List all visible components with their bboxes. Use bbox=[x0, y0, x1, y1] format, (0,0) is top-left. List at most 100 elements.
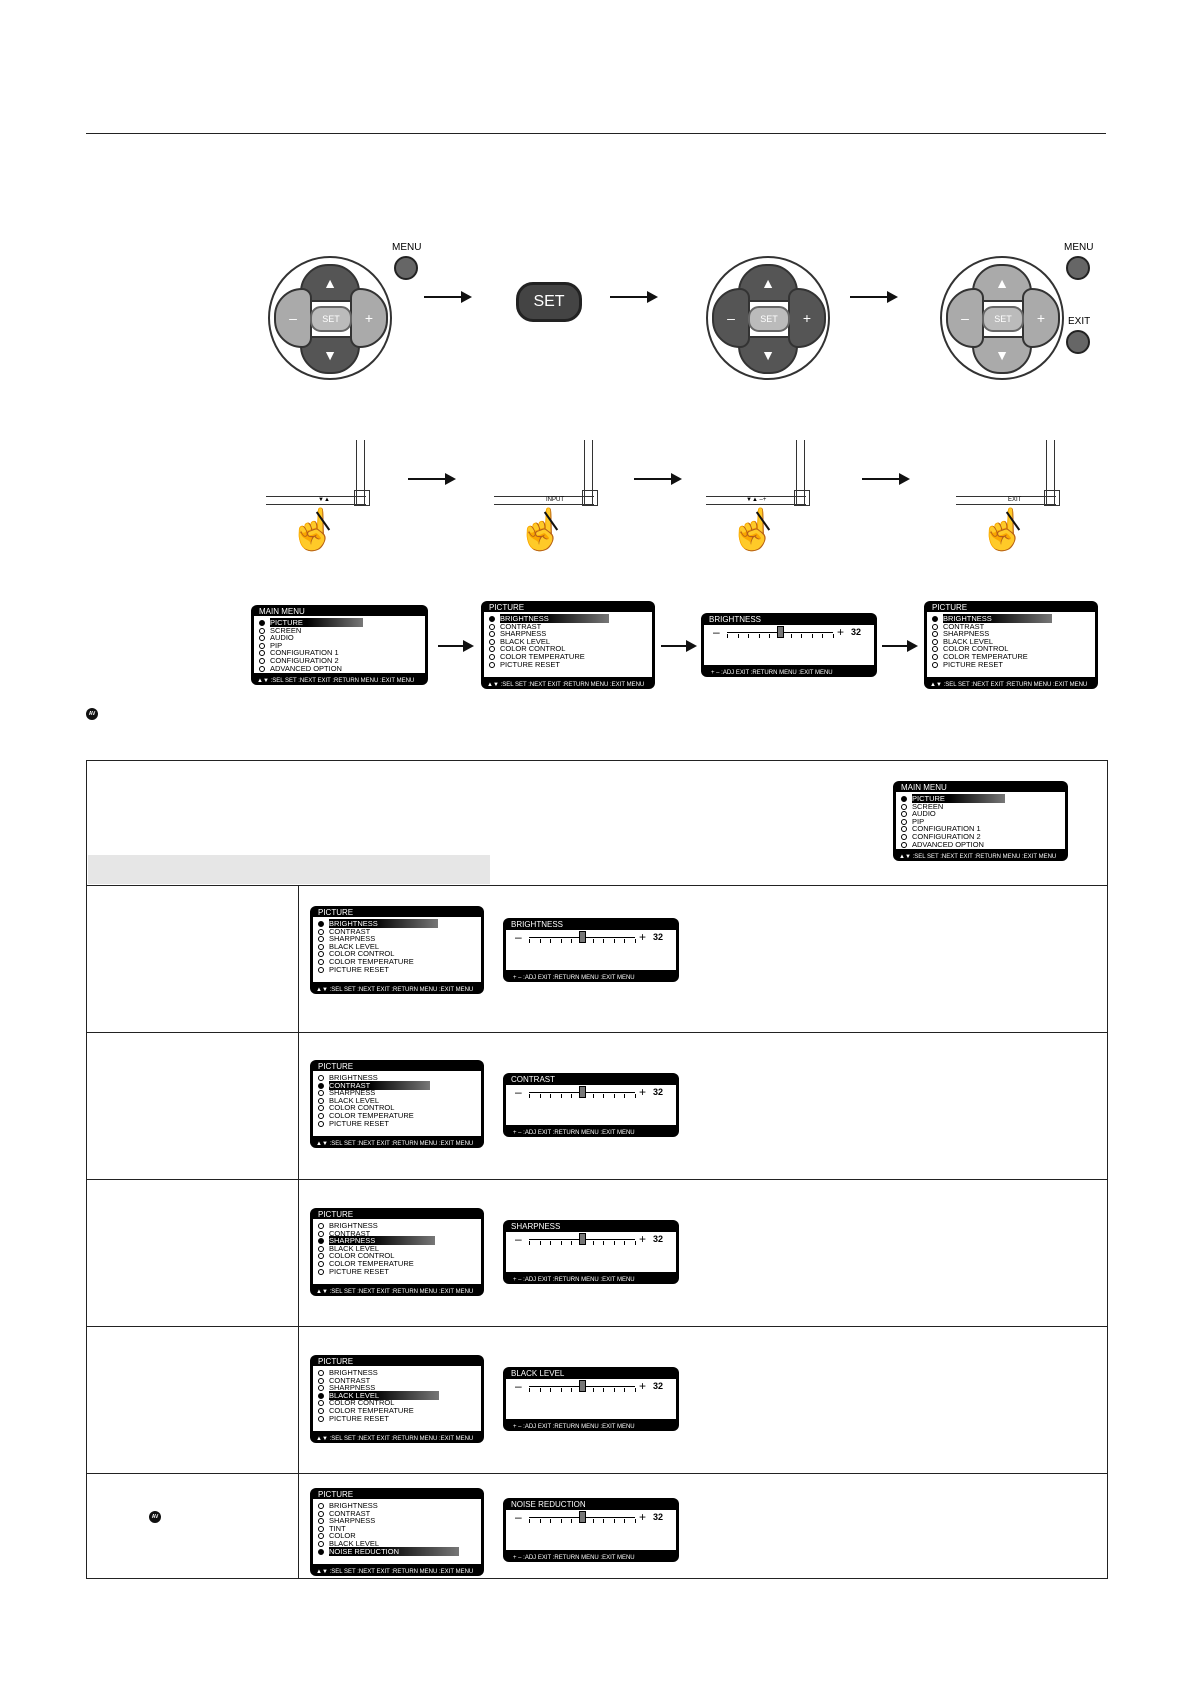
set-key[interactable]: SET bbox=[982, 306, 1024, 332]
menu-item[interactable]: CONFIGURATION 2 bbox=[900, 833, 1005, 841]
menu-item[interactable]: NOISE REDUCTION bbox=[317, 1546, 460, 1556]
slider-tick bbox=[624, 939, 626, 943]
menu-item[interactable]: CONFIGURATION 1 bbox=[900, 825, 1005, 833]
menu-item[interactable]: SHARPNESS bbox=[317, 1089, 430, 1097]
menu-item[interactable]: COLOR TEMPERATURE bbox=[317, 1407, 439, 1415]
menu-item[interactable]: ADVANCED OPTION bbox=[900, 840, 1005, 849]
menu-item[interactable]: BRIGHTNESS bbox=[317, 1222, 435, 1230]
slider-value: 32 bbox=[653, 1512, 664, 1522]
slider-footer: + – :ADJ EXIT :RETURN MENU :EXIT MENU bbox=[711, 670, 833, 676]
menu-item[interactable]: SCREEN bbox=[900, 802, 1005, 811]
set-key[interactable]: SET bbox=[310, 306, 352, 332]
menu-item[interactable]: COLOR CONTROL bbox=[488, 645, 609, 653]
menu-button[interactable] bbox=[394, 256, 418, 280]
menu-item[interactable]: CONTRAST bbox=[931, 622, 1052, 631]
arrow-icon bbox=[862, 473, 910, 485]
menu-item[interactable]: BRIGHTNESS bbox=[931, 614, 1052, 623]
menu-item[interactable]: PIP bbox=[258, 641, 363, 650]
slider-value: 32 bbox=[653, 1381, 664, 1391]
menu-label: MENU bbox=[392, 242, 422, 253]
menu-item[interactable]: PICTURE RESET bbox=[931, 660, 1052, 669]
menu-item[interactable]: PICTURE RESET bbox=[317, 965, 438, 974]
menu-item[interactable]: COLOR CONTROL bbox=[317, 1104, 430, 1112]
menu-item[interactable]: BLACK LEVEL bbox=[317, 1096, 430, 1105]
menu-item[interactable]: COLOR CONTROL bbox=[931, 645, 1052, 653]
slider-knob[interactable] bbox=[579, 1233, 586, 1245]
menu-item[interactable]: CONTRAST bbox=[317, 1376, 439, 1385]
slider-tick bbox=[560, 939, 562, 943]
menu-item[interactable]: BLACK LEVEL bbox=[317, 1244, 435, 1253]
monitor-corner-2: INPUT ☝ bbox=[494, 440, 604, 570]
menu-item[interactable]: BLACK LEVEL bbox=[488, 637, 609, 646]
menu-item[interactable]: COLOR TEMPERATURE bbox=[317, 1260, 435, 1268]
minus-key[interactable]: – bbox=[274, 288, 312, 348]
exit-button[interactable] bbox=[1066, 330, 1090, 354]
osd-footer: ▲▼ :SEL SET :NEXT EXIT :RETURN MENU :EXI… bbox=[316, 1569, 474, 1575]
menu-item[interactable]: CONTRAST bbox=[488, 622, 609, 631]
slider-value: 32 bbox=[653, 932, 664, 942]
menu-item[interactable]: COLOR CONTROL bbox=[317, 950, 438, 958]
menu-item[interactable]: BLACK LEVEL bbox=[317, 942, 438, 951]
menu-item[interactable]: PICTURE RESET bbox=[317, 1119, 430, 1128]
menu-item[interactable]: COLOR TEMPERATURE bbox=[931, 653, 1052, 661]
menu-item[interactable]: CONFIGURATION 1 bbox=[258, 649, 363, 657]
menu-item[interactable]: PICTURE RESET bbox=[317, 1414, 439, 1423]
menu-item[interactable]: CONTRAST bbox=[317, 1229, 435, 1238]
slider-footer: + – :ADJ EXIT :RETURN MENU :EXIT MENU bbox=[513, 975, 635, 981]
menu-item[interactable]: BRIGHTNESS bbox=[317, 1074, 430, 1082]
menu-item[interactable]: ADVANCED OPTION bbox=[258, 664, 363, 673]
menu-item[interactable]: COLOR TEMPERATURE bbox=[317, 1112, 430, 1120]
slider-knob[interactable] bbox=[579, 1511, 586, 1523]
menu-item[interactable]: CONTRAST bbox=[317, 927, 438, 936]
menu-item[interactable]: COLOR CONTROL bbox=[317, 1252, 435, 1260]
menu-item[interactable]: CONTRAST bbox=[317, 1080, 431, 1090]
slider-knob[interactable] bbox=[777, 626, 784, 638]
menu-item[interactable]: SHARPNESS bbox=[488, 630, 609, 638]
slider-tick bbox=[529, 1388, 530, 1392]
osd-black-level-slider: BLACK LEVEL + – :ADJ EXIT :RETURN MENU :… bbox=[503, 1367, 679, 1431]
menu-item[interactable]: BRIGHTNESS bbox=[488, 614, 609, 623]
menu-item[interactable]: BRIGHTNESS bbox=[317, 1369, 439, 1377]
menu-item[interactable]: SHARPNESS bbox=[317, 935, 438, 943]
menu-item[interactable]: BRIGHTNESS bbox=[317, 1502, 459, 1510]
menu-item[interactable]: CONTRAST bbox=[317, 1509, 459, 1518]
slider-tick bbox=[613, 939, 615, 943]
menu-item[interactable]: COLOR CONTROL bbox=[317, 1399, 439, 1407]
menu-item[interactable]: SHARPNESS bbox=[317, 1236, 436, 1246]
menu-item[interactable]: COLOR TEMPERATURE bbox=[488, 653, 609, 661]
menu-button[interactable] bbox=[1066, 256, 1090, 280]
menu-item[interactable]: PICTURE bbox=[258, 618, 363, 627]
menu-item[interactable]: COLOR bbox=[317, 1532, 459, 1540]
menu-item[interactable]: PICTURE RESET bbox=[488, 660, 609, 669]
menu-item[interactable]: AUDIO bbox=[900, 810, 1005, 818]
minus-key[interactable]: – bbox=[712, 288, 750, 348]
menu-item[interactable]: SHARPNESS bbox=[317, 1517, 459, 1525]
menu-item[interactable]: SHARPNESS bbox=[931, 630, 1052, 638]
monitor-corner-1: ▼▲ ☝ bbox=[266, 440, 376, 570]
menu-item[interactable]: PIP bbox=[900, 817, 1005, 826]
menu-item[interactable]: BLACK LEVEL bbox=[317, 1390, 440, 1400]
menu-item[interactable]: PICTURE bbox=[900, 794, 1005, 803]
menu-item[interactable]: COLOR TEMPERATURE bbox=[317, 958, 438, 966]
arrow-icon bbox=[438, 640, 474, 652]
menu-item[interactable]: TINT bbox=[317, 1524, 459, 1533]
menu-item[interactable]: BLACK LEVEL bbox=[931, 637, 1052, 646]
menu-item[interactable]: AUDIO bbox=[258, 634, 363, 642]
menu-item[interactable]: SCREEN bbox=[258, 626, 363, 635]
menu-item[interactable]: BRIGHTNESS bbox=[317, 919, 438, 928]
menu-item[interactable]: SHARPNESS bbox=[317, 1384, 439, 1392]
slider-knob[interactable] bbox=[579, 931, 586, 943]
menu-item[interactable]: CONFIGURATION 2 bbox=[258, 657, 363, 665]
set-key[interactable]: SET bbox=[748, 306, 790, 332]
menu-item[interactable]: PICTURE RESET bbox=[317, 1267, 435, 1276]
slider-knob[interactable] bbox=[579, 1086, 586, 1098]
osd-title: PICTURE bbox=[489, 603, 525, 612]
slider-knob[interactable] bbox=[579, 1380, 586, 1392]
set-button[interactable]: SET bbox=[516, 282, 582, 322]
menu-item[interactable]: BLACK LEVEL bbox=[317, 1540, 459, 1548]
